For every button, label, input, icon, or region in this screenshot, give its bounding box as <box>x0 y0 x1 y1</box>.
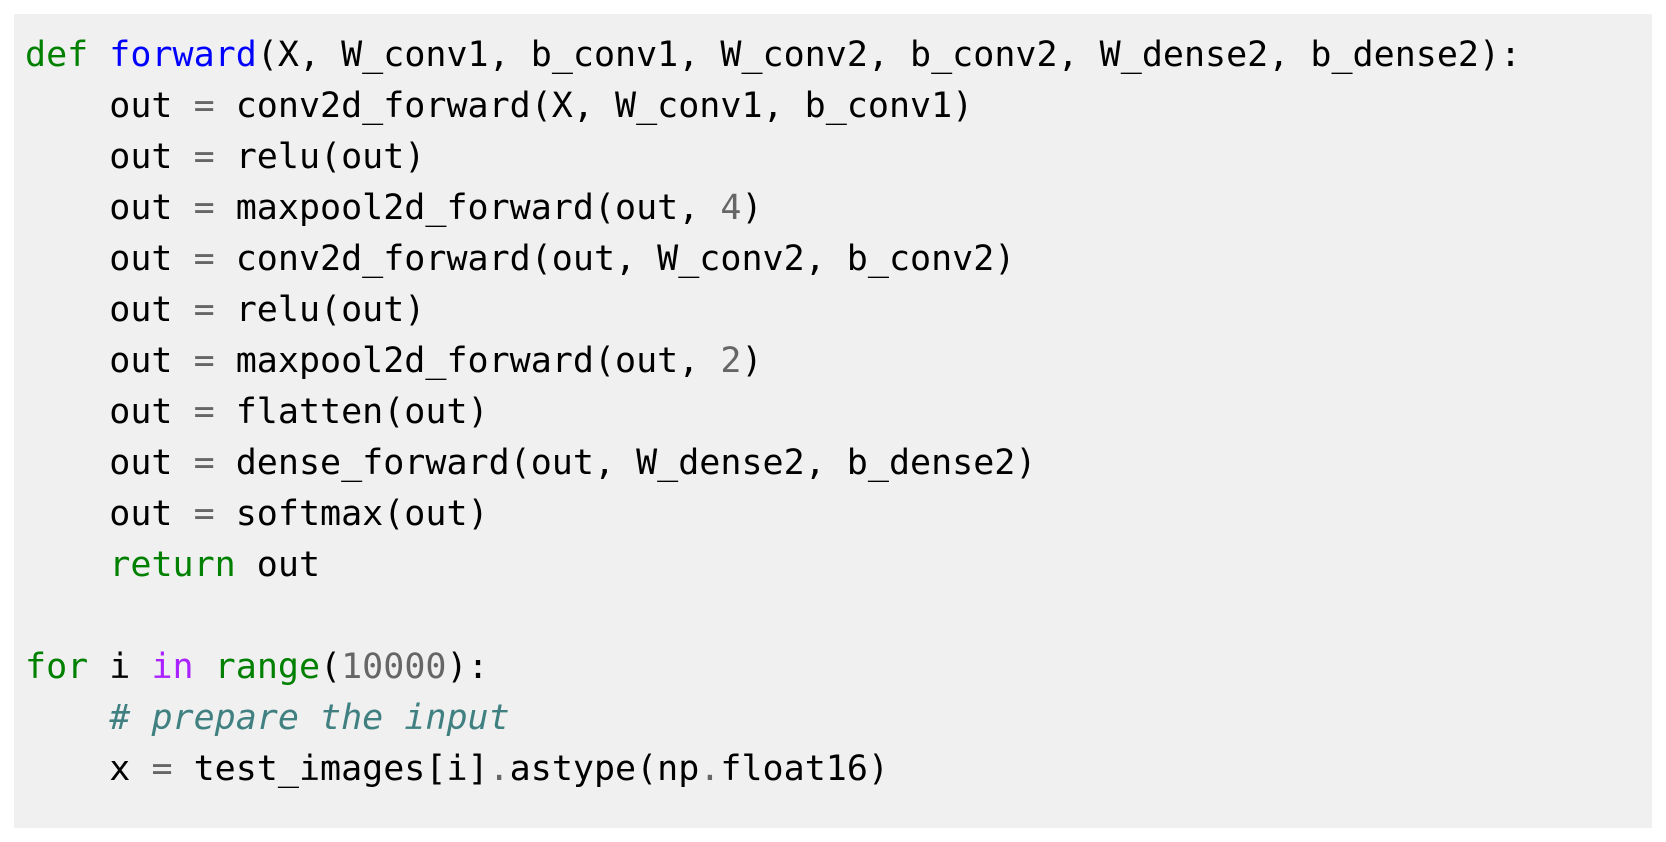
code-token-op: = <box>193 137 215 177</box>
code-token-kw: for <box>25 647 89 687</box>
code-token-plain: i <box>88 647 152 687</box>
code-token-ow: in <box>151 647 194 687</box>
code-token-kw: def <box>25 35 89 75</box>
code-line: out = conv2d_forward(X, W_conv1, b_conv1… <box>25 81 1642 132</box>
code-token-plain: conv2d_forward(out, W_conv2, b_conv2) <box>214 239 1016 279</box>
code-token-op: = <box>193 341 215 381</box>
code-line: out = softmax(out) <box>25 489 1642 540</box>
code-line: out = relu(out) <box>25 285 1642 336</box>
code-token-builtin: range <box>214 647 321 687</box>
code-token-op: = <box>193 392 215 432</box>
code-token-num: 10000 <box>341 647 447 687</box>
code-line: # prepare the input <box>25 693 1642 744</box>
code-token-op: = <box>193 239 215 279</box>
code-line: def forward(X, W_conv1, b_conv1, W_conv2… <box>25 30 1642 81</box>
code-token-op: = <box>193 86 215 126</box>
code-token-plain: out <box>25 494 194 534</box>
code-token-plain: maxpool2d_forward(out, <box>214 188 721 228</box>
code-line: out = relu(out) <box>25 132 1642 183</box>
code-token-plain: flatten(out) <box>214 392 489 432</box>
code-token-plain: out <box>25 341 194 381</box>
code-token-plain: ) <box>741 341 763 381</box>
code-token-plain: out <box>25 188 194 228</box>
code-token-plain: out <box>235 545 321 585</box>
code-token-plain: relu(out) <box>214 290 426 330</box>
code-token-plain: relu(out) <box>214 137 426 177</box>
code-token-num: 2 <box>720 341 742 381</box>
code-token-plain: astype(np <box>509 749 700 789</box>
code-token-plain <box>194 647 215 687</box>
code-token-plain: ) <box>741 188 763 228</box>
code-token-plain: out <box>25 392 194 432</box>
code-token-plain: out <box>25 443 194 483</box>
code-token-plain: softmax(out) <box>214 494 489 534</box>
code-panel: def forward(X, W_conv1, b_conv1, W_conv2… <box>14 14 1652 828</box>
code-token-plain: out <box>25 137 194 177</box>
code-token-op: = <box>193 188 215 228</box>
code-line: out = dense_forward(out, W_dense2, b_den… <box>25 438 1642 489</box>
code-line: for i in range(10000): <box>25 642 1642 693</box>
code-line <box>25 591 1642 642</box>
code-token-op: = <box>193 494 215 534</box>
code-token-fn: forward <box>109 35 257 75</box>
code-token-num: 4 <box>720 188 742 228</box>
code-token-plain: ): <box>446 647 489 687</box>
code-block: def forward(X, W_conv1, b_conv1, W_conv2… <box>25 30 1642 795</box>
code-line: out = conv2d_forward(out, W_conv2, b_con… <box>25 234 1642 285</box>
code-token-plain: dense_forward(out, W_dense2, b_dense2) <box>214 443 1037 483</box>
code-token-plain: out <box>25 86 194 126</box>
code-token-plain: float16) <box>720 749 889 789</box>
code-token-plain: out <box>25 290 194 330</box>
code-token-plain: out <box>25 239 194 279</box>
code-line: out = flatten(out) <box>25 387 1642 438</box>
code-token-comment: # prepare the input <box>109 698 510 738</box>
code-token-plain: test_images[i] <box>172 749 489 789</box>
code-token-plain: maxpool2d_forward(out, <box>214 341 721 381</box>
code-token-op: = <box>193 443 215 483</box>
code-line: out = maxpool2d_forward(out, 4) <box>25 183 1642 234</box>
code-line: return out <box>25 540 1642 591</box>
code-token-plain <box>25 545 109 585</box>
code-line: x = test_images[i].astype(np.float16) <box>25 744 1642 795</box>
code-token-plain: ( <box>320 647 342 687</box>
code-token-op: = <box>193 290 215 330</box>
code-token-plain: conv2d_forward(X, W_conv1, b_conv1) <box>214 86 974 126</box>
code-token-plain: x <box>25 749 152 789</box>
code-token-op: . <box>488 749 510 789</box>
code-token-plain <box>25 698 109 738</box>
code-token-plain: (X, W_conv1, b_conv1, W_conv2, b_conv2, … <box>256 35 1522 75</box>
code-token-op: . <box>699 749 721 789</box>
code-token-kw: return <box>109 545 236 585</box>
code-token-op: = <box>151 749 173 789</box>
code-token-plain <box>88 35 109 75</box>
code-line: out = maxpool2d_forward(out, 2) <box>25 336 1642 387</box>
